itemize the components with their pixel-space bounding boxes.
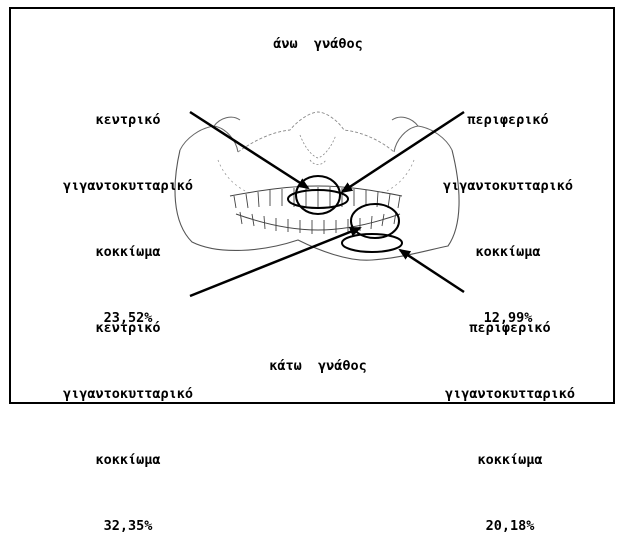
lower-jaw-label: κάτω γνάθος	[218, 355, 418, 377]
lower-peripheral-lesion	[342, 234, 402, 252]
annotation-lower-right: περιφερικό γιγαντοκυτταρικό κοκκίωμα 20,…	[420, 273, 600, 559]
annotation-lower-right-line-1: περιφερικό	[420, 317, 600, 339]
annotation-upper-left-line-3: κοκκίωμα	[38, 241, 218, 263]
annotation-lower-right-line-2: γιγαντοκυτταρικό	[420, 383, 600, 405]
lower-dental-arch	[236, 214, 400, 230]
annotation-lower-left-line-2: γιγαντοκυτταρικό	[38, 383, 218, 405]
annotation-upper-right-line-3: κοκκίωμα	[418, 241, 598, 263]
upper-jaw-label: άνω γνάθος	[218, 33, 418, 55]
annotation-lower-left-line-1: κεντρικό	[38, 317, 218, 339]
lower-teeth	[240, 212, 396, 234]
nasal-sketch	[300, 135, 336, 165]
annotation-lower-left: κεντρικό γιγαντοκυτταρικό κοκκίωμα 32,35…	[38, 273, 218, 559]
lower-central-lesion	[351, 204, 399, 238]
annotation-lower-right-value: 20,18%	[420, 515, 600, 537]
maxilla-sketch	[238, 112, 394, 152]
annotation-upper-left-line-2: γιγαντοκυτταρικό	[38, 175, 218, 197]
annotation-lower-left-line-3: κοκκίωμα	[38, 449, 218, 471]
annotation-upper-left-line-1: κεντρικό	[38, 109, 218, 131]
annotation-lower-right-line-3: κοκκίωμα	[420, 449, 600, 471]
annotation-upper-right-line-1: περιφερικό	[418, 109, 598, 131]
annotation-upper-right-line-2: γιγαντοκυτταρικό	[418, 175, 598, 197]
annotation-lower-left-value: 32,35%	[38, 515, 218, 537]
